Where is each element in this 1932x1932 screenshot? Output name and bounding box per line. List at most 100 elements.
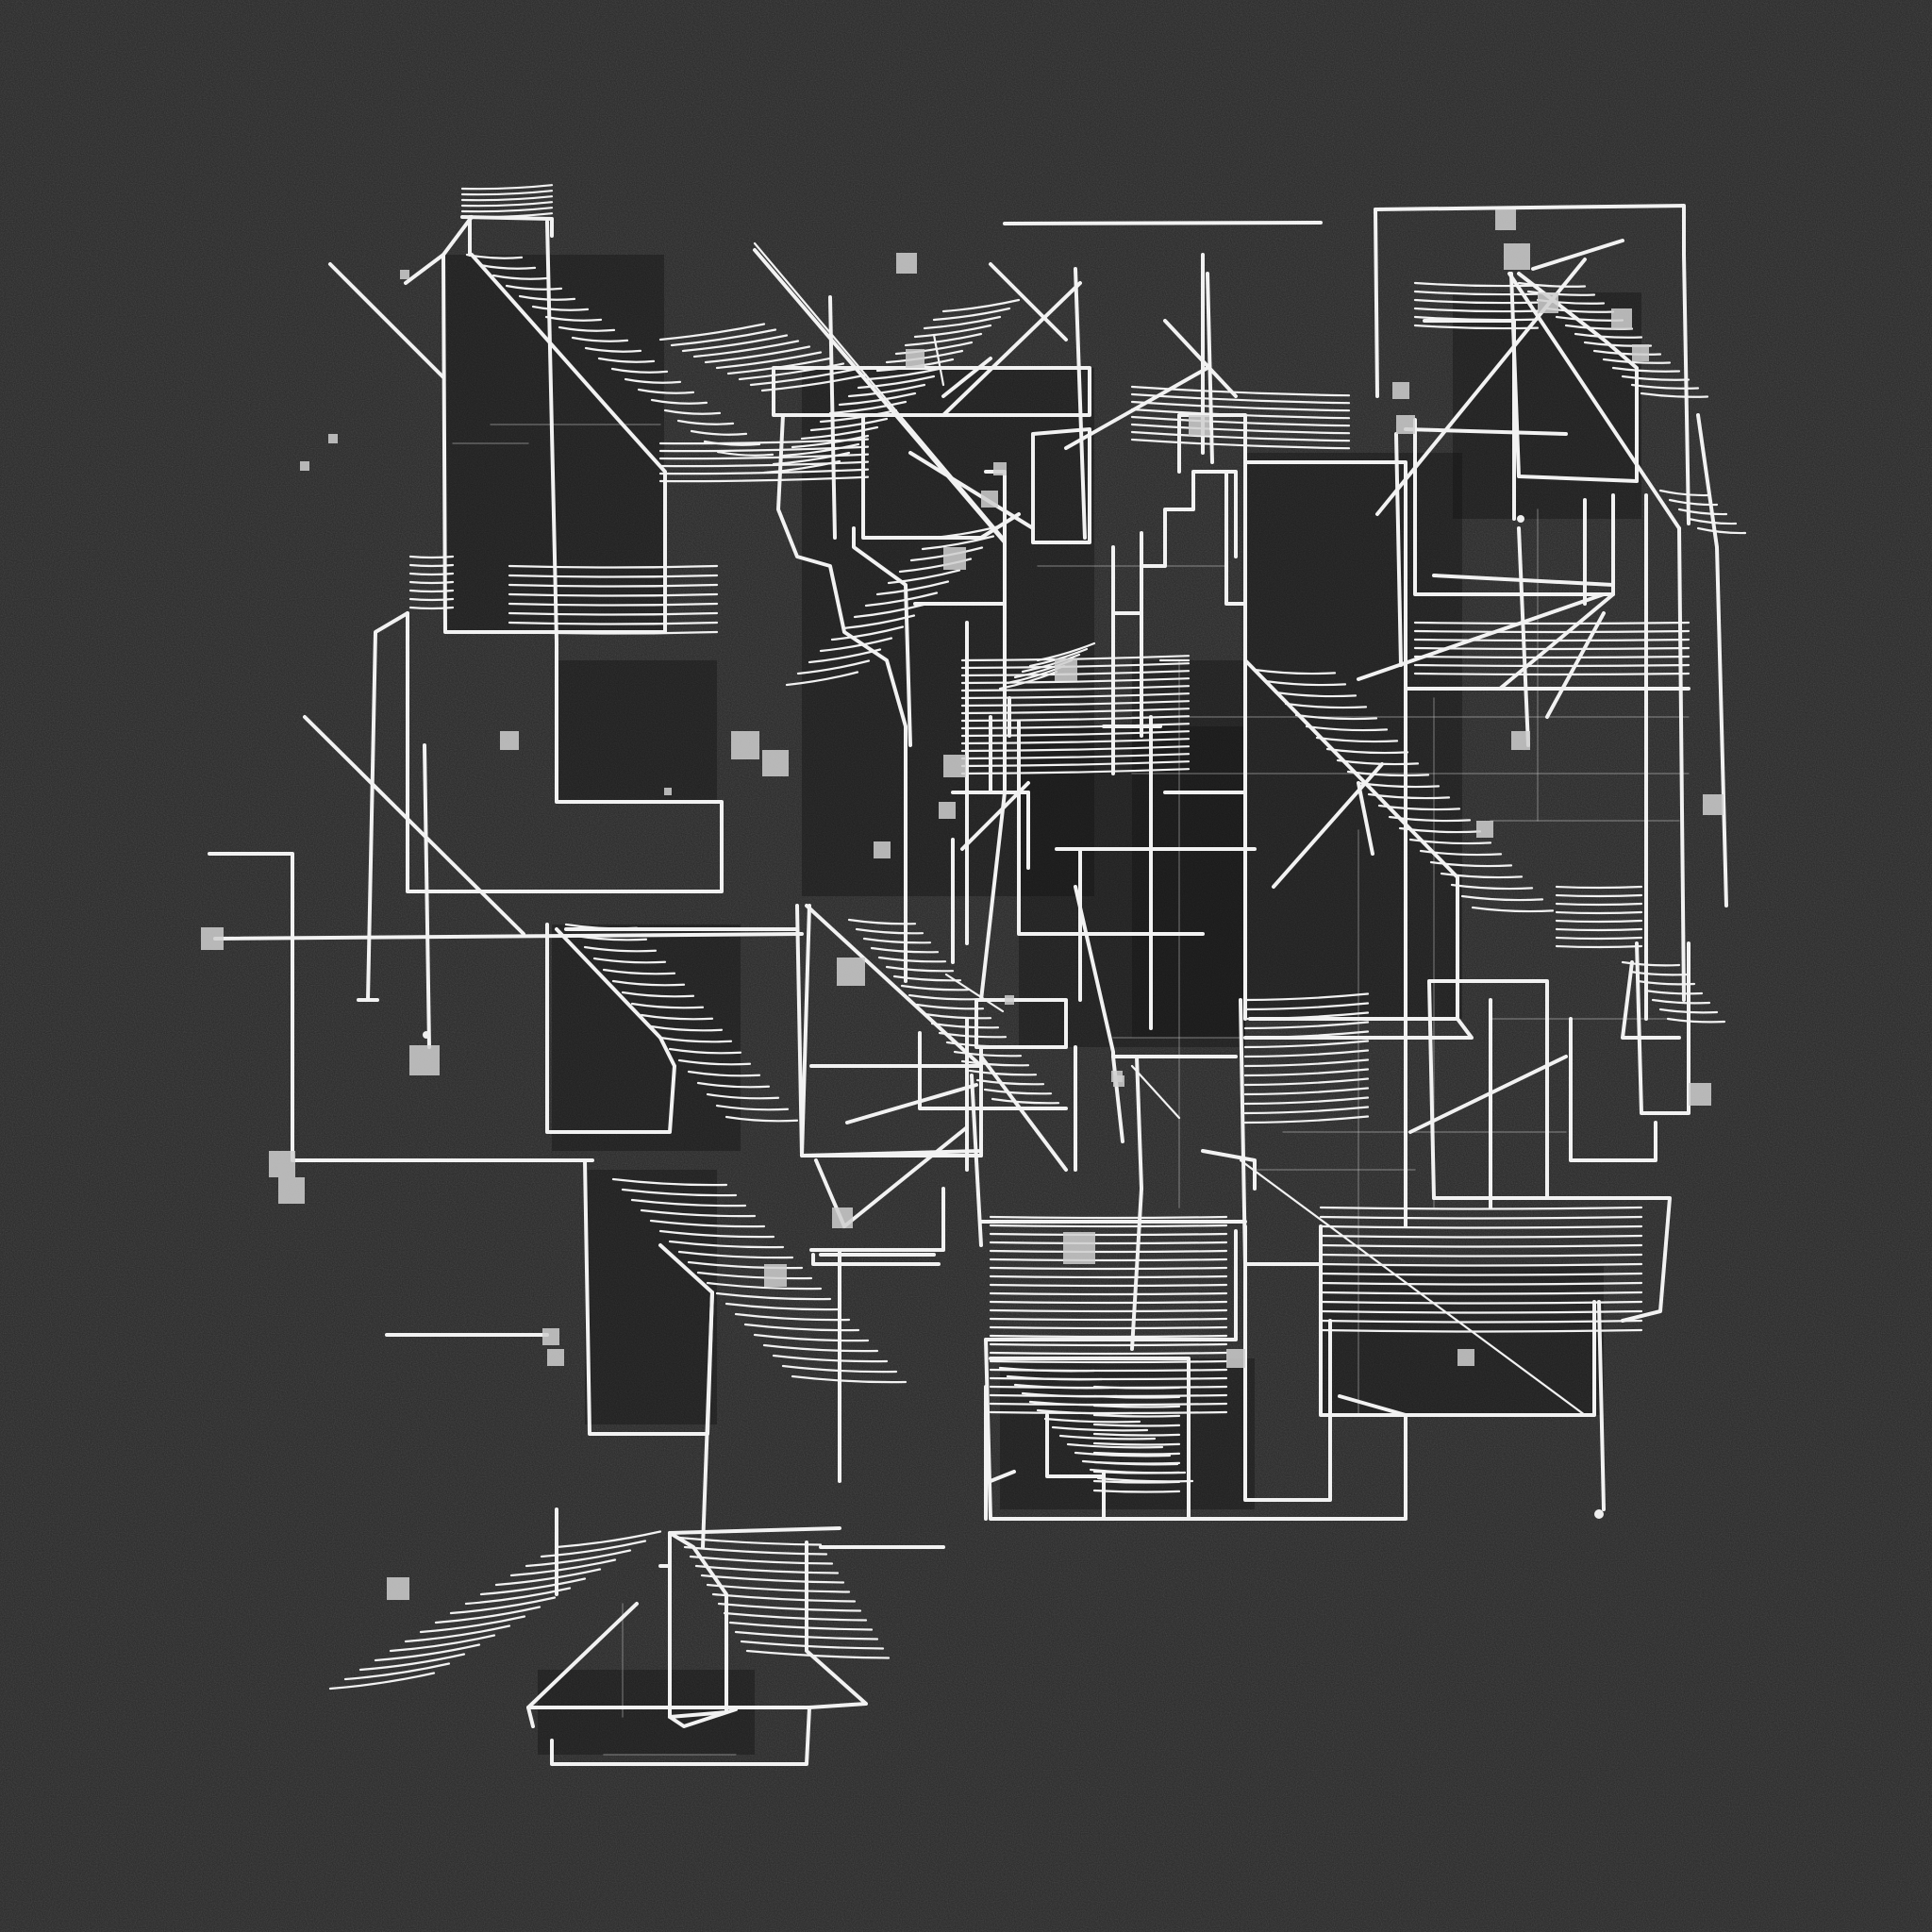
roof-hatch <box>877 956 947 963</box>
roof-hatch <box>687 1260 804 1270</box>
outline-stroke <box>460 215 554 238</box>
roof-hatch <box>621 1188 738 1197</box>
roof-hatch <box>1319 1291 1643 1295</box>
roof-hatch <box>1413 621 1690 625</box>
roof-hatch <box>1243 1115 1370 1124</box>
outline-stroke <box>970 1074 983 1247</box>
shadow-panel <box>585 1170 717 1424</box>
outline-stroke <box>941 281 1082 417</box>
roof-hatch <box>683 1545 828 1556</box>
roof-hatch <box>650 398 708 405</box>
outline-stroke <box>406 220 724 893</box>
square-marker <box>943 547 966 570</box>
outline-stroke <box>328 262 445 379</box>
roof-hatch <box>558 325 616 332</box>
roof-hatch <box>1243 1021 1370 1030</box>
outline-stroke <box>941 357 992 398</box>
roof-hatch <box>1413 672 1690 676</box>
roof-hatch <box>592 957 667 964</box>
diagonal-stroke <box>932 333 945 387</box>
roof-hatch <box>1319 1243 1643 1248</box>
roof-hatch <box>404 1624 511 1643</box>
outline-stroke <box>1206 272 1214 464</box>
roof-hatch <box>1036 1408 1134 1415</box>
outline-stroke <box>1498 592 1615 691</box>
square-marker <box>1689 1083 1711 1106</box>
outline-stroke <box>668 1707 738 1728</box>
roof-hatch <box>508 574 719 578</box>
square-marker <box>1396 415 1415 434</box>
roof-hatch <box>1460 894 1544 902</box>
roof-hatch <box>1319 1281 1643 1286</box>
outline-stroke <box>1319 1224 1596 1417</box>
roof-hatch <box>460 190 554 196</box>
outline-stroke <box>1621 960 1681 1040</box>
roof-hatch <box>989 1359 1228 1364</box>
outline-stroke <box>1243 1017 1474 1040</box>
roof-hatch <box>1315 736 1399 743</box>
roof-hatch <box>700 1574 845 1584</box>
roof-hatch <box>677 1058 752 1066</box>
roof-hatch <box>975 1078 1045 1086</box>
roof-hatch <box>531 305 590 311</box>
square-marker <box>943 755 966 777</box>
outline-stroke <box>984 1229 1238 1341</box>
roof-hatch <box>640 1013 714 1021</box>
roof-hatch <box>989 1283 1228 1288</box>
roof-hatch <box>584 346 642 353</box>
square-marker <box>278 1177 305 1204</box>
roof-hatch <box>772 1354 889 1363</box>
roof-hatch <box>637 388 695 394</box>
outline-stroke <box>423 743 431 1049</box>
roof-hatch <box>1243 1096 1370 1106</box>
roof-hatch <box>989 1325 1228 1330</box>
roof-hatch <box>989 1334 1228 1339</box>
roof-hatch <box>478 263 537 270</box>
square-marker <box>1226 1349 1245 1368</box>
roof-hatch <box>1092 1413 1181 1418</box>
roof-hatch <box>791 434 870 449</box>
roof-hatch <box>847 918 917 925</box>
roof-hatch <box>1319 1262 1643 1267</box>
outline-stroke <box>668 1526 841 1535</box>
outline-stroke <box>861 413 1021 540</box>
roof-hatch <box>1092 1451 1181 1456</box>
roof-hatch <box>1555 902 1643 907</box>
outline-stroke <box>1635 941 1690 1115</box>
roof-hatch <box>1243 1002 1370 1011</box>
roof-hatch <box>960 685 1191 692</box>
roof-hatch <box>887 569 961 585</box>
square-marker <box>832 1208 853 1228</box>
roof-hatch <box>715 351 823 370</box>
roof-hatch <box>989 1291 1228 1296</box>
outline-stroke <box>974 998 1068 1049</box>
roof-hatch <box>583 945 658 953</box>
shadow-panel <box>1000 1358 1255 1509</box>
roof-hatch <box>960 700 1191 708</box>
shadow-panel <box>1321 1264 1604 1415</box>
square-markers <box>201 209 1724 1600</box>
square-marker <box>201 927 224 950</box>
square-marker <box>547 1349 564 1366</box>
roof-hatch <box>1028 1400 1126 1407</box>
roof-hatch <box>989 1300 1228 1305</box>
roof-hatch <box>1243 992 1370 1002</box>
outline-stroke <box>658 1564 672 1587</box>
roof-hatch <box>1243 1068 1370 1077</box>
roof-hatch <box>1621 960 1681 967</box>
roof-hatch <box>762 1343 879 1353</box>
outline-stroke <box>701 1291 714 1549</box>
square-marker <box>981 491 998 508</box>
outline-stroke <box>526 1541 868 1709</box>
square-marker <box>1055 658 1077 681</box>
outline-stroke <box>1357 781 1374 856</box>
roof-hatch <box>706 1281 823 1291</box>
square-marker <box>837 958 865 986</box>
roof-hatch <box>1419 849 1503 857</box>
roof-hatch <box>960 708 1191 715</box>
roof-hatch <box>885 965 955 973</box>
roof-hatch <box>508 564 719 569</box>
roof-hatch <box>1668 498 1719 507</box>
roof-hatching <box>328 184 1747 1690</box>
roof-hatch <box>1640 391 1709 398</box>
